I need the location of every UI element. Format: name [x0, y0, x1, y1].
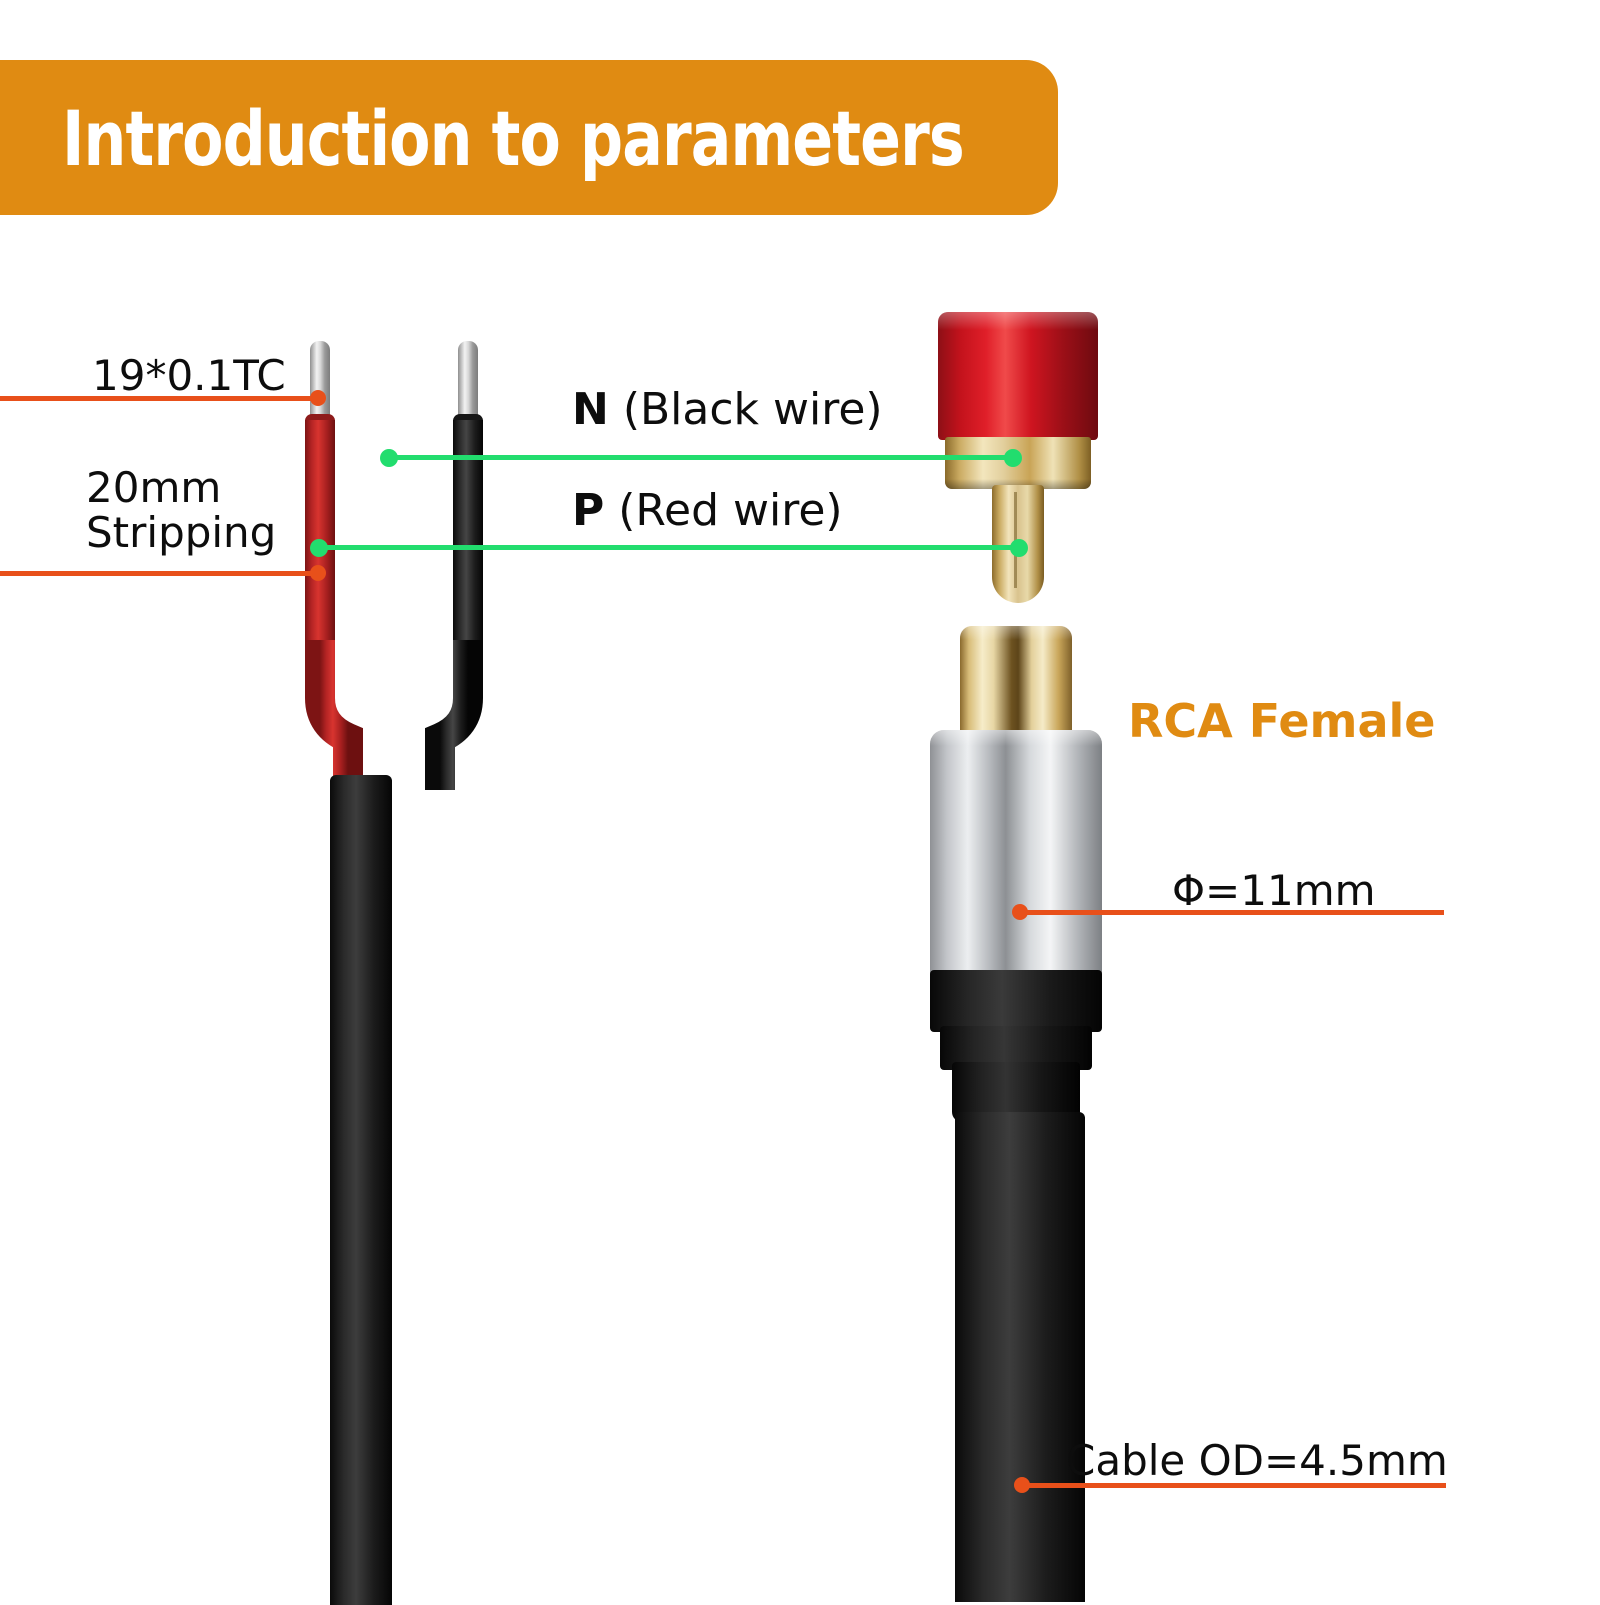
- black-wire-tinned-tip: [458, 341, 478, 419]
- stripping-leader-line: [0, 571, 318, 576]
- page-title: Introduction to parameters: [62, 94, 965, 183]
- black-wire-bend: [425, 640, 483, 790]
- neutral-leader-dot-ring: [1004, 449, 1022, 467]
- red-wire-upper: [305, 420, 335, 650]
- diameter-label: Φ=11mm: [1172, 866, 1376, 915]
- header-banner: [0, 60, 1058, 215]
- left-cable-jacket: [330, 775, 392, 1605]
- neutral-leader-dot-wire: [380, 449, 398, 467]
- positive-leader-line: [318, 545, 1018, 550]
- neutral-label-letter: N: [572, 384, 609, 435]
- conductor-leader-line: [0, 396, 318, 401]
- positive-label-letter: P: [572, 485, 605, 536]
- rca-female-silver-barrel: [930, 730, 1102, 978]
- wire-bend-group: [305, 640, 483, 790]
- strain-relief-step-1: [930, 970, 1102, 1032]
- diameter-leader-line: [1020, 910, 1444, 915]
- conductor-leader-dot: [310, 390, 326, 406]
- diameter-leader-dot: [1012, 904, 1028, 920]
- neutral-label: N (Black wire): [572, 384, 883, 435]
- rca-female-gold-socket: [960, 626, 1072, 738]
- stripping-label-line1: 20mm: [86, 463, 222, 512]
- positive-leader-dot-pin: [1010, 539, 1028, 557]
- conductor-label: 19*0.1TC: [92, 351, 286, 400]
- right-cable-jacket: [955, 1112, 1085, 1602]
- rca-male-red-barrel: [938, 312, 1098, 440]
- positive-leader-dot-wire: [310, 539, 328, 557]
- cable-od-label: Cable OD=4.5mm: [1066, 1436, 1448, 1485]
- neutral-label-text: (Black wire): [608, 384, 883, 435]
- cable-od-leader-dot: [1014, 1477, 1030, 1493]
- red-wire-bend: [305, 640, 363, 790]
- cable-od-leader-line: [1022, 1483, 1446, 1488]
- positive-label: P (Red wire): [572, 485, 843, 536]
- stripping-label-line2: Stripping: [86, 508, 277, 557]
- neutral-leader-line: [388, 455, 1012, 460]
- stripping-leader-dot: [310, 565, 326, 581]
- connector-type-label: RCA Female: [1128, 694, 1436, 748]
- positive-label-text: (Red wire): [604, 485, 843, 536]
- red-wire-tinned-tip: [310, 341, 330, 419]
